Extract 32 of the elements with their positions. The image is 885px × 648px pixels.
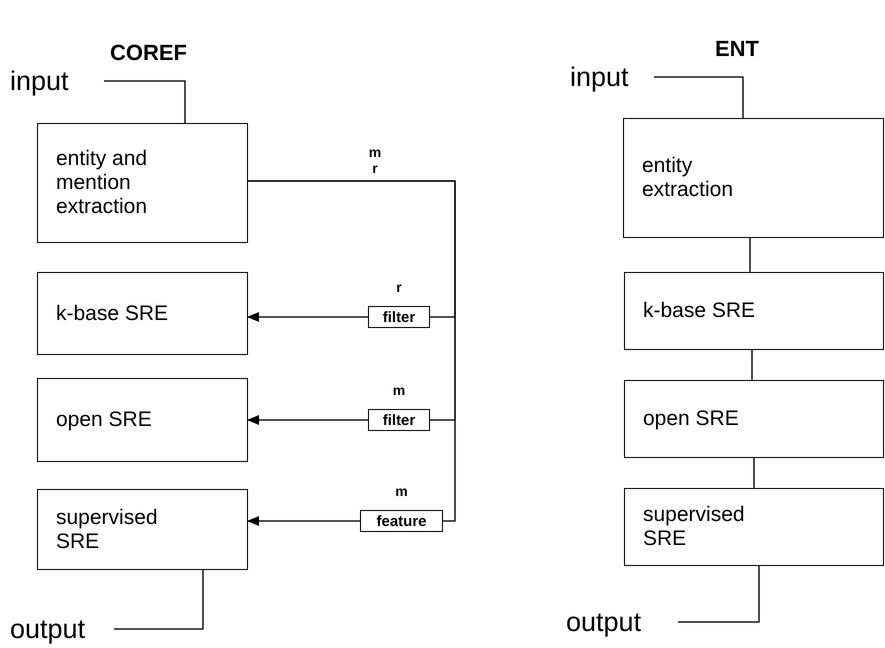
connector-line <box>753 458 755 488</box>
process-box: supervised SRE <box>37 489 248 570</box>
terminal-label: output <box>566 608 642 636</box>
terminal-label: output <box>10 616 86 642</box>
connector-line <box>248 180 456 522</box>
connector-line <box>654 76 744 118</box>
operation-box: feature <box>360 510 443 532</box>
process-box: open SRE <box>624 380 884 458</box>
process-box: supervised SRE <box>624 488 884 566</box>
connector-line <box>247 516 360 526</box>
process-box: k-base SRE <box>624 272 884 350</box>
connector-line <box>104 80 186 123</box>
channel-label: r <box>395 280 403 294</box>
channel-label: m r <box>368 144 382 176</box>
channel-label: m <box>392 383 406 397</box>
connector-line <box>247 312 368 322</box>
channel-label: m <box>394 484 409 498</box>
process-box: entity extraction <box>623 118 884 238</box>
operation-box: filter <box>368 306 430 328</box>
terminal-label: input <box>570 64 629 90</box>
column-heading: COREF <box>110 39 187 67</box>
connector-line <box>678 566 760 623</box>
process-box: open SRE <box>37 378 248 462</box>
connector-line <box>751 350 753 380</box>
process-box: k-base SRE <box>37 272 248 355</box>
connector-line <box>114 570 204 630</box>
terminal-label: input <box>10 68 69 94</box>
column-heading: ENT <box>715 35 759 63</box>
connector-line <box>749 238 751 272</box>
process-box: entity and mention extraction <box>37 123 248 243</box>
connector-line <box>247 415 368 425</box>
operation-box: filter <box>368 409 430 431</box>
